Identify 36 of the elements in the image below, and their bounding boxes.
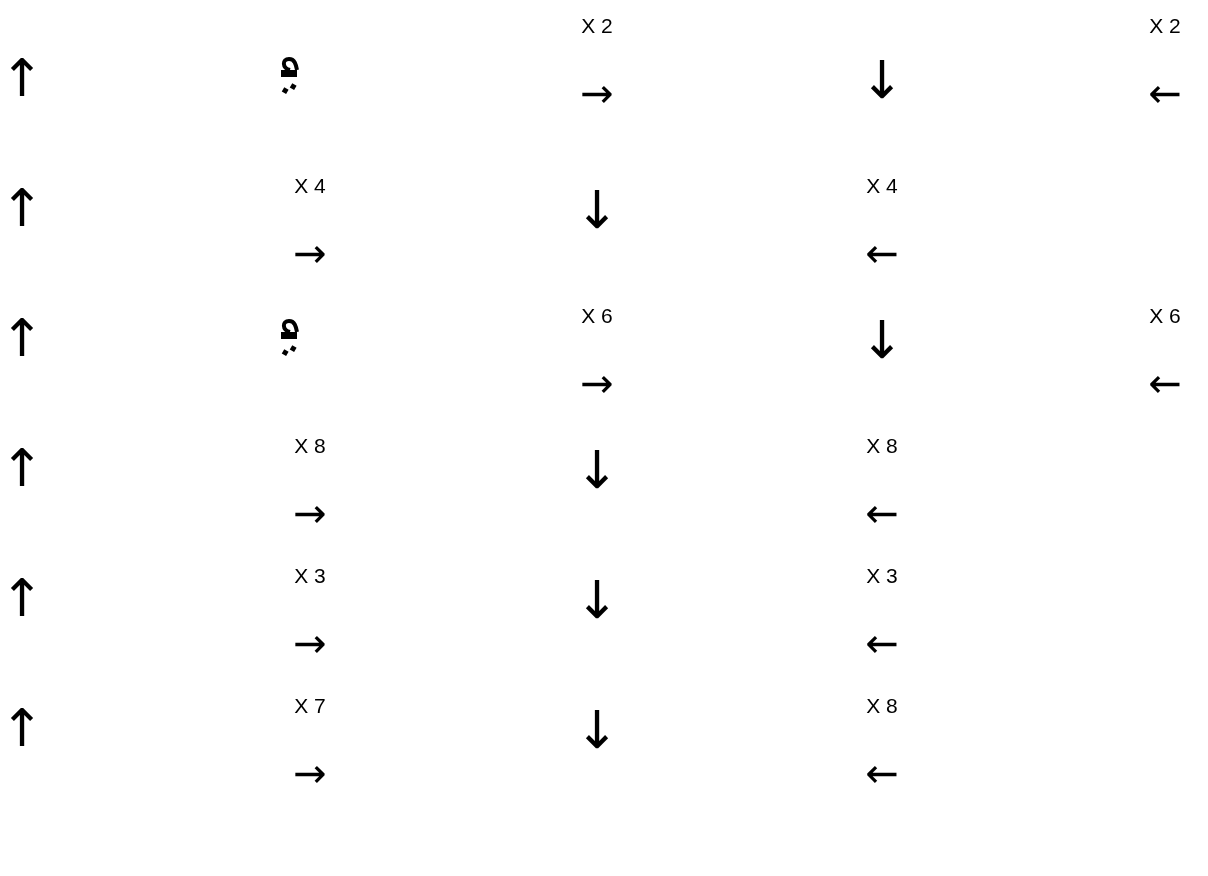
arrow-symbol: ←	[865, 623, 899, 663]
multiplier-label: X 8	[294, 434, 326, 456]
arrow-symbol: →	[580, 73, 614, 113]
multiplier-label: X 6	[581, 304, 613, 326]
arrow-symbol: ↑	[0, 312, 44, 364]
arrow-symbol: →	[293, 753, 327, 793]
arrow-symbol: ↓	[575, 704, 619, 756]
multiplier-label: X 4	[866, 174, 898, 196]
arrow-symbol: ←	[1148, 363, 1182, 403]
arrow-symbol: ↑	[0, 182, 44, 234]
arrow-symbol: ↑	[0, 572, 44, 624]
multiplier-label: X 3	[866, 564, 898, 586]
arrow-symbol: ←	[865, 233, 899, 273]
arrow-symbol: ↑	[0, 702, 44, 754]
arrow-symbol: ↓	[860, 314, 904, 366]
arrow-symbol: ←	[865, 753, 899, 793]
arrow-symbol: ↑	[0, 442, 44, 494]
arrow-symbol: ↓	[575, 444, 619, 496]
arrow-symbol: ↓	[575, 574, 619, 626]
multiplier-label: X 3	[294, 564, 326, 586]
arrow-symbol: ←	[1148, 73, 1182, 113]
arrow-symbol: ←	[865, 493, 899, 533]
arrow-symbol: →	[293, 233, 327, 273]
arrow-symbol: →	[293, 493, 327, 533]
arrow-symbol: ↑	[0, 52, 44, 104]
arrow-symbol: ↓	[860, 54, 904, 106]
multiplier-label: X 2	[1149, 14, 1181, 36]
multiplier-label: X 2	[581, 14, 613, 36]
arrow-symbol: →	[293, 623, 327, 663]
multiplier-label: X 8	[866, 694, 898, 716]
arrow-symbol: →	[580, 363, 614, 403]
multiplier-label: X 8	[866, 434, 898, 456]
arrow-symbol: ↓	[575, 184, 619, 236]
multiplier-label: X 4	[294, 174, 326, 196]
multiplier-label: X 6	[1149, 304, 1181, 326]
multiplier-label: X 7	[294, 694, 326, 716]
